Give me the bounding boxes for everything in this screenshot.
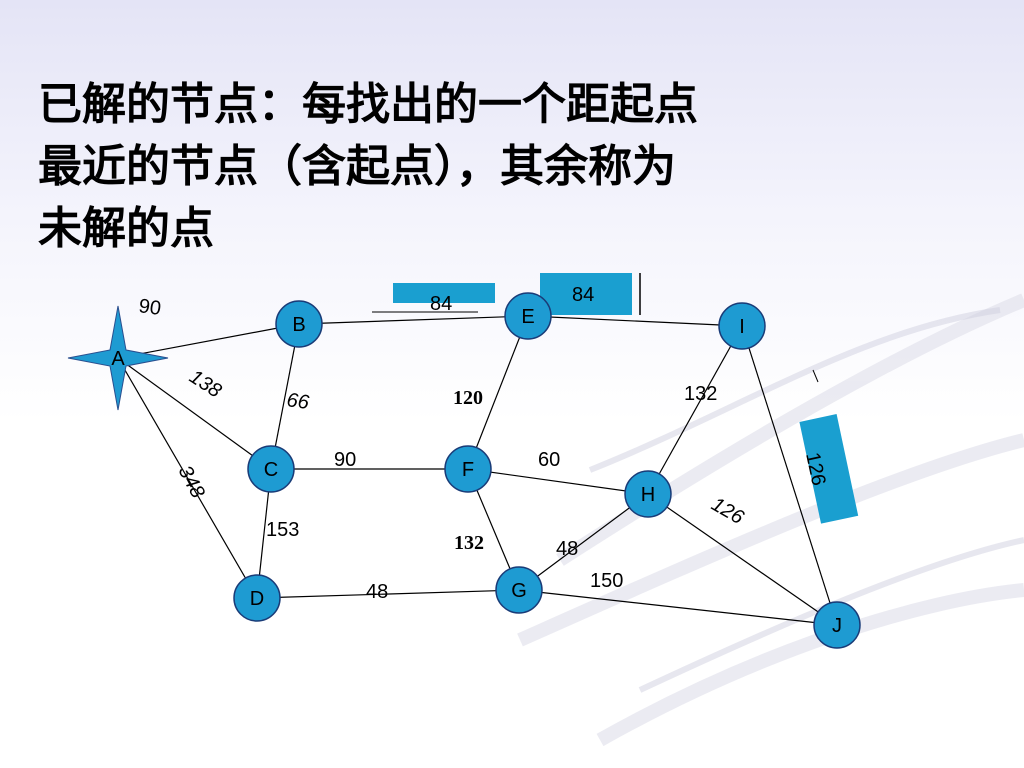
edge-h-j	[647, 493, 838, 626]
node-i: I	[718, 302, 766, 350]
edge-weight-f-h: 60	[538, 449, 560, 471]
node-label: J	[832, 615, 842, 637]
node-label: C	[264, 459, 278, 481]
edge-weight-a-b: 90	[137, 295, 162, 320]
edge-b-c	[270, 323, 300, 470]
edge-i-j	[741, 325, 838, 626]
edge-weight-d-g: 48	[366, 581, 388, 603]
highlight-box-left	[393, 283, 495, 303]
edge-weight-b-c: 66	[285, 389, 311, 414]
node-label: H	[641, 484, 655, 506]
edge-weight-g-j: 150	[590, 570, 623, 592]
highlight-box-right	[799, 414, 859, 524]
node-circle	[247, 445, 295, 493]
edge-h-i	[647, 325, 743, 495]
node-label: F	[462, 459, 474, 481]
edge-weight-c-d: 153	[266, 519, 299, 541]
title-line-2: 最近的节点（含起点），其余称为	[38, 141, 676, 192]
edge-weight-c-f: 90	[334, 449, 356, 471]
edge-a-d	[117, 357, 258, 599]
edge-weight-f-g: 132	[454, 532, 484, 554]
start-node-star-shape	[67, 305, 169, 411]
edge-e-f	[467, 315, 529, 470]
node-circle	[233, 574, 281, 622]
node-g: G	[495, 566, 543, 614]
node-j: J	[813, 601, 861, 649]
node-label: G	[511, 580, 527, 602]
node-circle	[275, 300, 323, 348]
node-c: C	[247, 445, 295, 493]
edge-a-c	[117, 357, 272, 470]
node-label: A	[111, 348, 125, 370]
edge-d-g	[256, 589, 520, 599]
node-label: B	[292, 314, 305, 336]
node-b: B	[275, 300, 323, 348]
node-circle	[813, 601, 861, 649]
node-a: A	[67, 305, 169, 411]
edge-weight-e-f: 120	[453, 387, 483, 409]
edge-weight-b-e: 84	[430, 293, 452, 315]
node-f: F	[444, 445, 492, 493]
node-label: E	[521, 306, 534, 328]
edge-weight-e-i: 84	[572, 284, 594, 306]
node-label: I	[739, 316, 745, 338]
node-circle	[718, 302, 766, 350]
node-circle	[624, 470, 672, 518]
edge-a-b	[117, 323, 300, 359]
edge-g-h	[518, 493, 649, 591]
edge-weight-a-d: 348	[174, 462, 209, 502]
edge-weight-h-j: 126	[708, 493, 749, 529]
edge-weight-h-i: 132	[684, 383, 717, 405]
edge-f-h	[467, 468, 649, 495]
node-d: D	[233, 574, 281, 622]
edge-b-e	[298, 315, 529, 325]
node-circle	[504, 292, 552, 340]
node-circle	[444, 445, 492, 493]
edge-weight-a-c: 138	[185, 366, 225, 403]
node-h: H	[624, 470, 672, 518]
node-e: E	[504, 292, 552, 340]
edge-g-j	[518, 589, 838, 626]
title-line-1: 已解的节点：每找出的一个距起点	[38, 79, 698, 130]
small-tick-right	[812, 369, 819, 383]
slide-title: 已解的节点：每找出的一个距起点 最近的节点（含起点），其余称为 未解的点	[38, 74, 938, 260]
edge-e-i	[527, 315, 743, 327]
node-circle	[495, 566, 543, 614]
edge-weight-g-h: 48	[556, 538, 578, 560]
highlight-box-top	[540, 273, 632, 315]
node-label: D	[250, 588, 264, 610]
title-line-3: 未解的点	[38, 203, 214, 254]
